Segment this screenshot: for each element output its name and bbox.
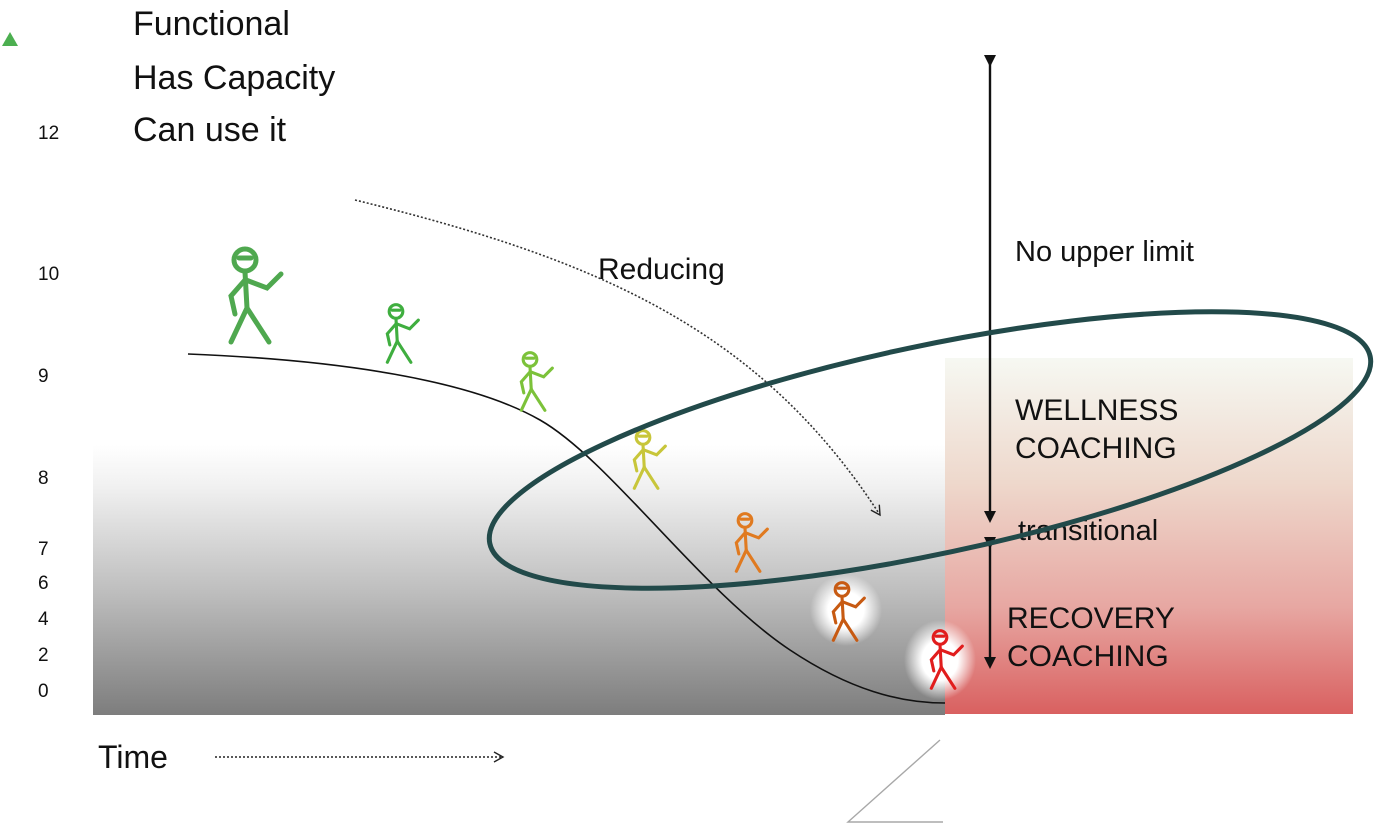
no-upper-limit-label: No upper limit — [1015, 236, 1194, 268]
y-tick-label: 9 — [38, 366, 49, 387]
stick-figure-icon — [831, 581, 866, 642]
decline-curve — [187, 353, 946, 704]
reducing-arrow — [354, 199, 881, 517]
y-tick-label: 4 — [38, 609, 49, 630]
y-tick-label: 6 — [38, 573, 49, 594]
stick-figure-icon — [632, 429, 667, 490]
y-axis-ticks: 12 10 9 8 7 6 4 2 0 — [38, 123, 59, 702]
stick-figure-icon — [734, 512, 769, 573]
y-tick-label: 7 — [38, 539, 49, 560]
time-axis-label: Time — [98, 739, 168, 775]
y-tick-label: 10 — [38, 264, 59, 285]
corner-lines — [846, 739, 943, 823]
wellness-label-line: COACHING — [1015, 432, 1177, 465]
recovery-label-line: RECOVERY — [1007, 602, 1175, 635]
heading-line: Has Capacity — [133, 59, 335, 97]
y-tick-label: 2 — [38, 645, 49, 666]
heading-line: Functional — [133, 5, 290, 43]
stick-figure-icon — [929, 629, 964, 690]
y-axis-arrowhead-icon — [2, 32, 18, 46]
heading-line: Can use it — [133, 111, 287, 149]
y-tick-label: 8 — [38, 468, 49, 489]
figure-glow — [810, 574, 882, 646]
stick-figure-icon — [519, 351, 554, 412]
y-tick-label: 0 — [38, 681, 49, 702]
wellness-label-line: WELLNESS — [1015, 394, 1178, 427]
heading: Functional Has Capacity Can use it — [133, 5, 335, 149]
y-tick-label: 12 — [38, 123, 59, 144]
recovery-label-line: COACHING — [1007, 640, 1169, 673]
stick-figure-icon — [228, 246, 284, 345]
stick-figure-icon — [385, 303, 420, 364]
wellness-coaching-ellipse — [486, 309, 1374, 591]
stick-figures — [228, 246, 964, 690]
ground-gradient — [93, 445, 945, 715]
reducing-label: Reducing — [598, 253, 725, 286]
